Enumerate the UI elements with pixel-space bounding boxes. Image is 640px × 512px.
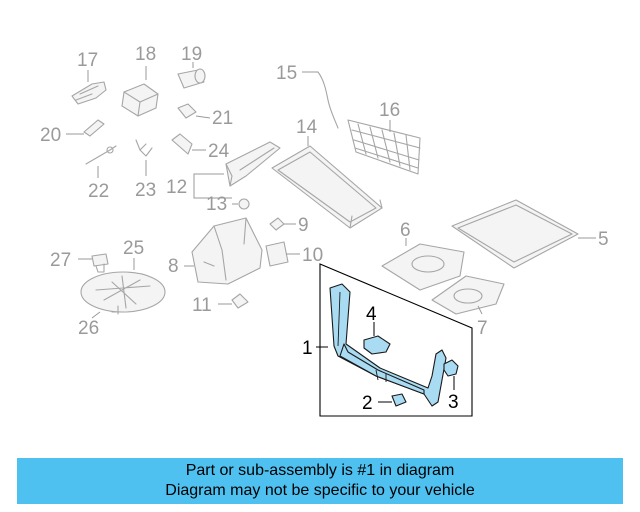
part-4-highlighted <box>363 322 391 355</box>
info-banner: Part or sub-assembly is #1 in diagram Di… <box>17 458 623 504</box>
part-14 <box>271 136 383 229</box>
part-18 <box>121 66 159 117</box>
part-21 <box>177 103 211 119</box>
part-16 <box>347 119 421 175</box>
part-7 <box>431 275 505 315</box>
part-1-highlighted <box>329 283 447 407</box>
part-6 <box>381 238 465 291</box>
part-9 <box>269 217 296 231</box>
caption-line-1: Part or sub-assembly is #1 in diagram <box>185 462 455 479</box>
part-8 <box>184 217 263 285</box>
callout-13: 13 <box>206 194 227 215</box>
callout-20: 20 <box>40 125 61 146</box>
part-17 <box>71 70 107 105</box>
callout-8: 8 <box>168 256 179 277</box>
callout-5: 5 <box>598 229 609 250</box>
part-26 <box>91 305 125 319</box>
part-22 <box>85 145 117 178</box>
part-2-highlighted <box>378 393 407 407</box>
callout-11: 11 <box>192 295 212 316</box>
part-23 <box>135 139 153 176</box>
callout-1: 1 <box>302 338 313 359</box>
callout-26: 26 <box>78 318 99 339</box>
callout-4: 4 <box>366 304 377 325</box>
callout-7: 7 <box>477 318 488 339</box>
part-12 <box>193 141 281 199</box>
part-13 <box>232 198 250 210</box>
callout-2: 2 <box>362 393 373 414</box>
part-15 <box>302 71 339 129</box>
callout-21: 21 <box>212 108 233 129</box>
callout-27: 27 <box>50 250 71 271</box>
callout-14: 14 <box>296 117 318 138</box>
callout-17: 17 <box>77 50 98 71</box>
part-19 <box>177 62 206 89</box>
callout-9: 9 <box>298 215 309 236</box>
callout-25: 25 <box>123 238 144 259</box>
callout-18: 18 <box>135 44 156 65</box>
caption-line-2: Diagram may not be specific to your vehi… <box>165 482 475 499</box>
part-3-highlighted <box>443 359 459 390</box>
callout-16: 16 <box>379 100 400 121</box>
part-11 <box>218 293 249 309</box>
part-5 <box>451 199 596 269</box>
part-24 <box>171 133 206 155</box>
callout-24: 24 <box>208 141 230 162</box>
part-27 <box>78 253 109 273</box>
callout-10: 10 <box>302 245 323 266</box>
callout-22: 22 <box>88 181 109 202</box>
part-20 <box>66 119 105 137</box>
callout-15: 15 <box>276 63 297 84</box>
callout-19: 19 <box>181 44 202 65</box>
callout-3: 3 <box>448 392 459 413</box>
callout-12: 12 <box>166 177 187 198</box>
part-10 <box>265 241 300 267</box>
callout-6: 6 <box>400 220 411 241</box>
callout-23: 23 <box>135 180 156 201</box>
